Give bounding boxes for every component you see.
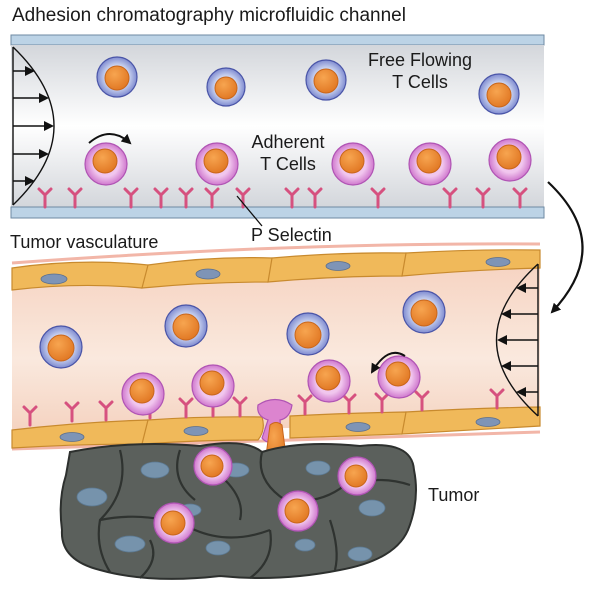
selectin-pointer xyxy=(236,195,263,227)
endothelial-nucleus xyxy=(40,257,511,285)
infiltrating-t-cell xyxy=(193,446,233,486)
adherent-t-cell xyxy=(191,364,235,408)
infiltrating-t-cell xyxy=(153,502,195,544)
rolling-arrow-icon xyxy=(88,133,132,145)
figure-title: Adhesion chromatography microfluidic cha… xyxy=(12,5,406,26)
vasculature-label: Tumor vasculature xyxy=(10,232,159,252)
adherent-t-cell xyxy=(377,355,421,399)
endothelial-nucleus xyxy=(59,417,501,442)
free-t-cell xyxy=(39,325,83,369)
adherent-t-cell xyxy=(307,359,351,403)
adherent-t-cell xyxy=(121,372,165,416)
selectin-label: P Selectin xyxy=(251,225,332,245)
adherent-label: Adherent T Cells xyxy=(238,132,338,174)
vessel-flow-profile xyxy=(495,263,539,417)
free-t-cell xyxy=(206,67,246,107)
free-t-cell xyxy=(96,56,138,98)
channel-bottom-wall xyxy=(10,206,545,219)
adherent-t-cell xyxy=(84,142,128,186)
extravasating-t-cell xyxy=(257,398,293,462)
tumor-vasculature xyxy=(11,242,541,462)
microfluidic-channel xyxy=(10,34,545,227)
infiltrating-t-cell xyxy=(277,490,319,532)
adherent-t-cell xyxy=(195,142,239,186)
rolling-arrow-icon xyxy=(370,351,406,374)
transfer-arrow-icon xyxy=(547,181,584,314)
free-flowing-label-line1: Free Flowing xyxy=(367,50,473,70)
channel-top-wall xyxy=(10,34,545,46)
flow-profile xyxy=(12,46,55,206)
adherent-t-cell xyxy=(488,138,532,182)
free-t-cell xyxy=(305,59,347,101)
free-t-cell xyxy=(478,73,520,115)
free-t-cell xyxy=(286,312,330,356)
adherent-label-line2: T Cells xyxy=(260,154,316,174)
free-flowing-label: Free Flowing T Cells xyxy=(345,50,495,92)
adherent-t-cell xyxy=(331,142,375,186)
adherent-t-cell xyxy=(408,142,452,186)
free-t-cell xyxy=(164,304,208,348)
infiltrating-t-cell xyxy=(337,456,377,496)
free-t-cell xyxy=(402,290,446,334)
free-flowing-label-line2: T Cells xyxy=(392,72,448,92)
channel-selectins xyxy=(37,187,528,209)
adherent-label-line1: Adherent xyxy=(251,132,325,152)
tumor-label: Tumor xyxy=(428,485,480,505)
tumor-tissue xyxy=(59,442,417,580)
